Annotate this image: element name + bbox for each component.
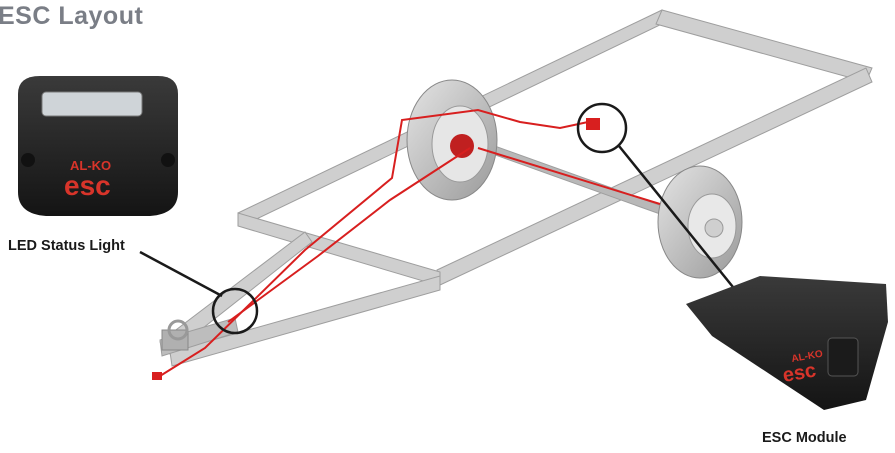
led-status-light-label: LED Status Light [8,238,125,254]
led-status-light-device: AL-KO esc [18,76,178,216]
esc-module-device: AL-KO esc [686,276,888,410]
hitch-coupler [152,321,188,380]
sensor-connector [586,118,600,130]
wheel-far [407,80,497,200]
wheel-near [658,166,742,278]
esc-module-label: ESC Module [762,430,847,446]
logo-product: esc [64,170,111,201]
